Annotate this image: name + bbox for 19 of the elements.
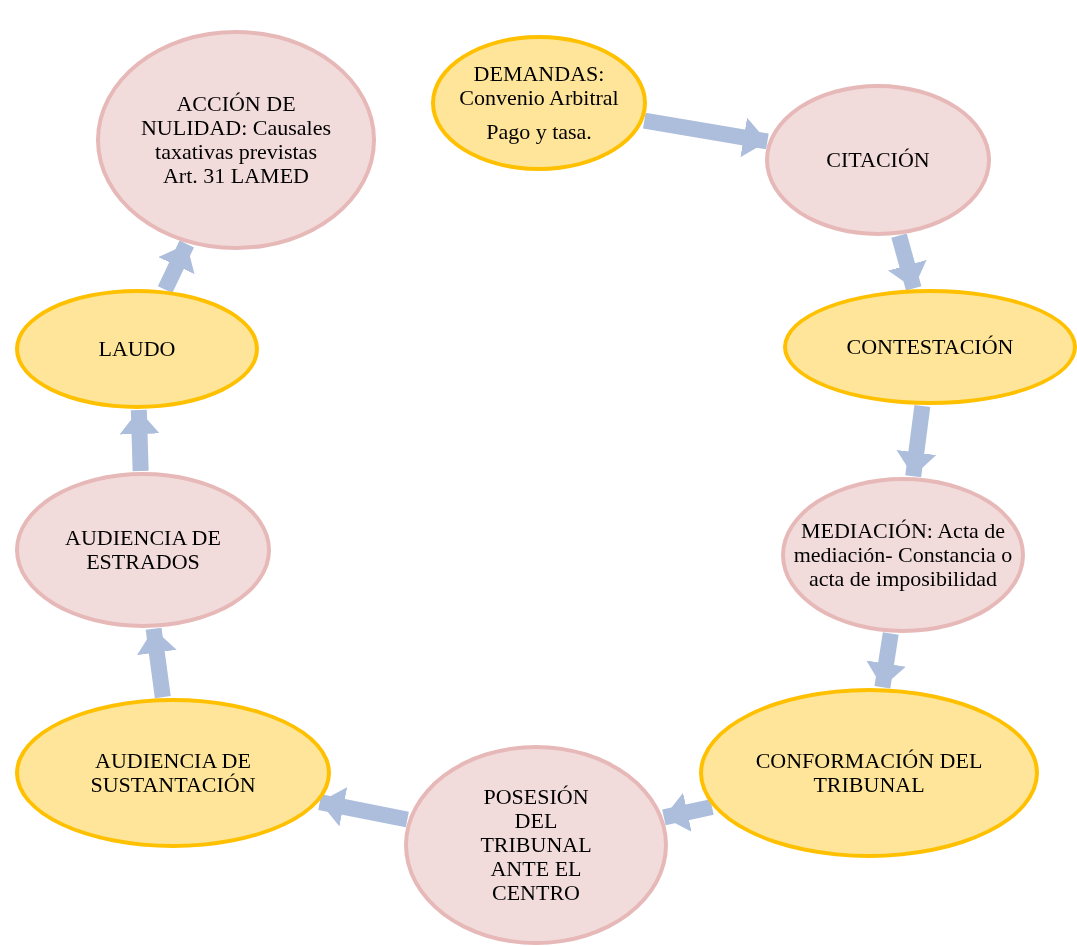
node-label: MEDIACIÓN: Acta de mediación- Constancia o acta de imposibilidad [793, 518, 1013, 592]
node-label: Pago y tasa. [486, 120, 592, 145]
node-label: ACCIÓN DE NULIDAD: Causales taxativas previstas Art. 31 LAMED [140, 91, 332, 189]
block-arrow [318, 787, 409, 828]
block-arrow [888, 233, 927, 291]
block-arrow [136, 627, 177, 699]
node-label: CONFORMACIÓN DEL TRIBUNAL [754, 748, 984, 798]
block-arrow [662, 792, 714, 832]
node-label: CITACIÓN [826, 147, 930, 173]
node-label: AUDIENCIA DE ESTRADOS [64, 525, 222, 575]
block-arrow [643, 112, 769, 158]
node-label: POSESIÓN DEL TRIBUNAL ANTE EL CENTRO [479, 784, 593, 906]
block-arrow [896, 404, 937, 478]
node-label: DEMANDAS: Convenio Arbitral [458, 61, 620, 111]
block-arrow [866, 632, 906, 689]
block-arrow [119, 409, 160, 472]
node-label: AUDIENCIA DE SUSTANTACIÓN [89, 748, 257, 798]
node-label: CONTESTACIÓN [846, 334, 1014, 360]
node-label: LAUDO [98, 336, 176, 362]
